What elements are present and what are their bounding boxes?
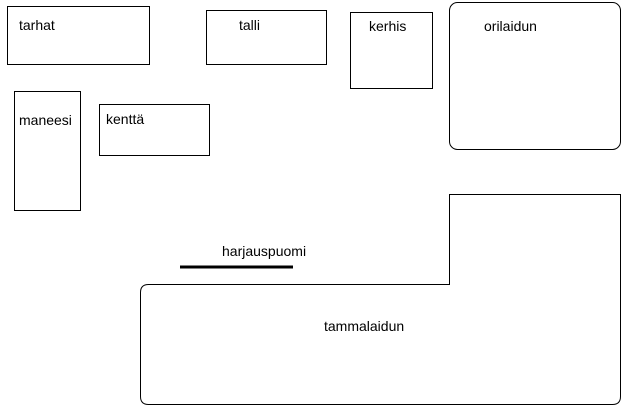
tarhat-area <box>7 6 150 65</box>
talli-building <box>206 10 327 65</box>
harjauspuomi-label: harjauspuomi <box>222 243 306 259</box>
orilaidun-label: orilaidun <box>484 18 537 34</box>
kerhis-label: kerhis <box>369 18 406 34</box>
maneesi-building <box>14 91 81 211</box>
kerhis-building <box>350 12 433 89</box>
orilaidun-pasture <box>449 2 621 150</box>
talli-label: talli <box>239 17 260 33</box>
maneesi-label: maneesi <box>19 112 72 128</box>
tarhat-label: tarhat <box>19 17 55 33</box>
tammalaidun-pasture <box>140 194 621 405</box>
kentta-field <box>99 104 210 156</box>
kentta-label: kenttä <box>106 111 144 127</box>
tammalaidun-label: tammalaidun <box>324 318 404 334</box>
